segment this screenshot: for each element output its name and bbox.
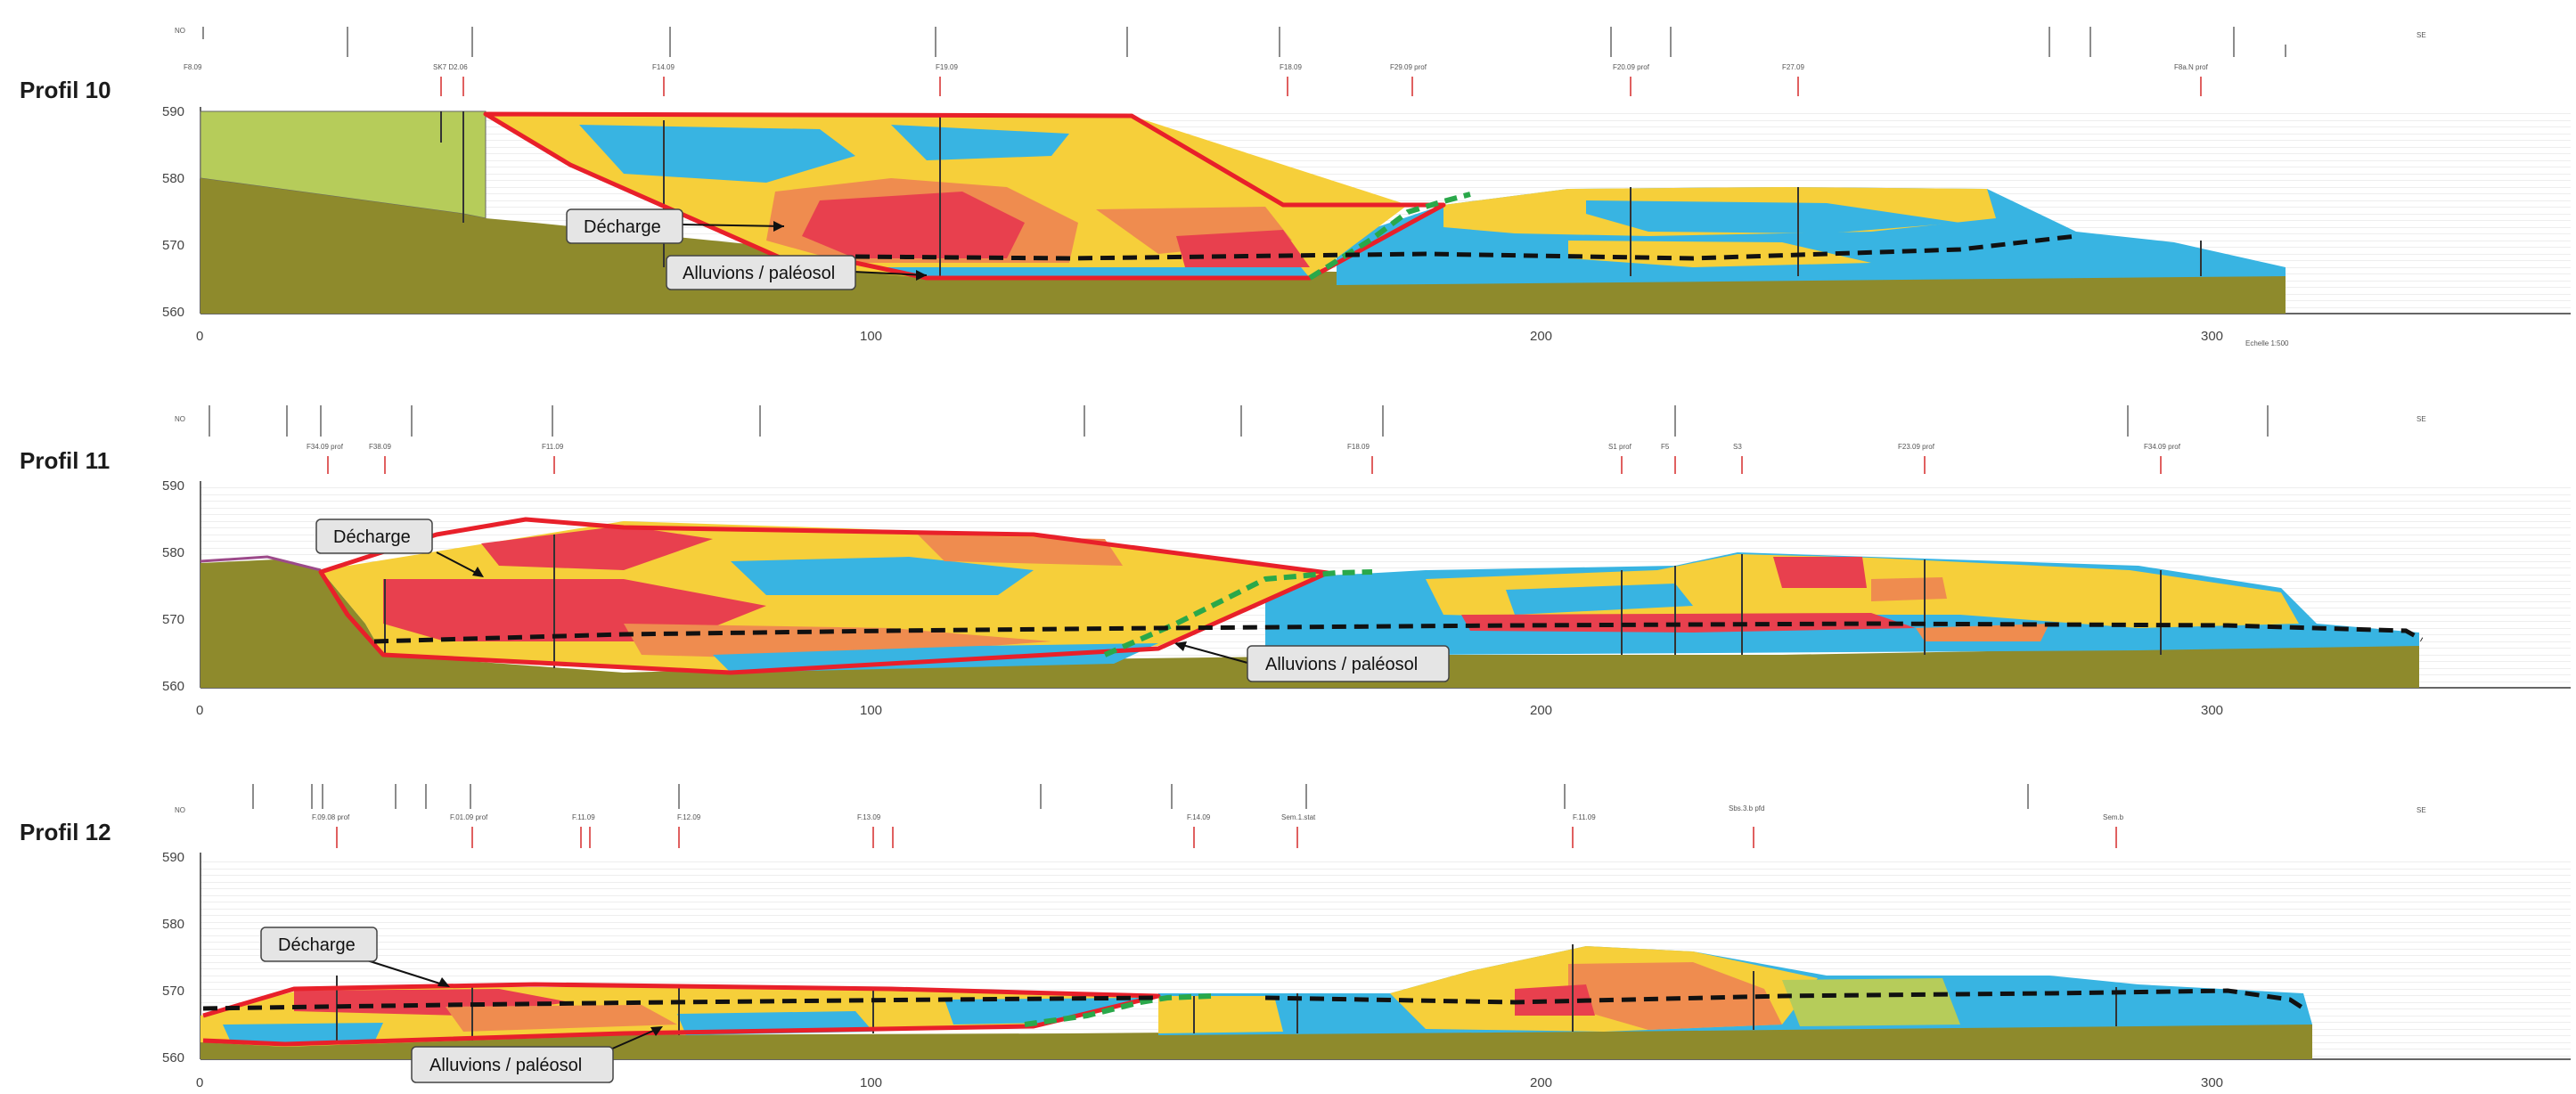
callout-label: Alluvions / paléosol — [683, 264, 835, 283]
top-label: F8a.N prof — [2174, 63, 2209, 71]
x-tick-label: 100 — [860, 1075, 882, 1090]
y-tick-label: 560 — [162, 679, 184, 694]
top-label: NO — [175, 806, 185, 814]
y-tick-label: 590 — [162, 478, 184, 494]
y-tick-label: 570 — [162, 612, 184, 627]
top-label-row: NO F8.09 SK7 D2.06 F14.09 F19.09 F18.09 … — [175, 27, 2426, 96]
top-label: NO — [175, 27, 185, 35]
top-label: NO — [175, 415, 185, 423]
top-label: F23.09 prof — [1898, 443, 1935, 451]
top-label: F.11.09 — [1573, 813, 1596, 821]
top-label: F20.09 prof — [1613, 63, 1650, 71]
callout-label: Décharge — [278, 935, 356, 955]
callout-alluvions: Alluvions / paléosol — [411, 1026, 663, 1083]
top-label: F.01.09 prof — [450, 813, 488, 821]
y-tick-label: 570 — [162, 984, 184, 999]
top-label: F19.09 — [936, 63, 958, 71]
top-label: SE — [2417, 415, 2426, 423]
x-tick-label: 300 — [2201, 703, 2223, 718]
y-tick-label: 580 — [162, 545, 184, 560]
top-label: F38.09 — [369, 443, 391, 451]
alluvium-boundary — [202, 995, 1159, 1011]
y-tick-label: 580 — [162, 917, 184, 932]
top-label: SK7 D2.06 — [433, 63, 468, 71]
callout-decharge: Décharge — [315, 518, 484, 577]
x-tick-label: 0 — [196, 1075, 203, 1090]
callout-decharge: Décharge — [566, 208, 785, 244]
y-tick-label: 580 — [162, 171, 184, 186]
top-label: S3 — [1733, 443, 1742, 451]
top-label: Sbs.3.b pfd — [1729, 804, 1764, 812]
x-tick-label: 100 — [860, 329, 882, 344]
top-label: F.09.08 prof — [312, 813, 350, 821]
top-label: F.13.09 — [857, 813, 881, 821]
x-tick-label: 0 — [196, 703, 203, 718]
top-label: F34.09 prof — [307, 443, 344, 451]
top-label: F27.09 — [1782, 63, 1804, 71]
top-label: Sem.1.stat — [1281, 813, 1316, 821]
green-boundary — [1308, 192, 1471, 281]
top-label: F18.09 — [1347, 443, 1370, 451]
top-label: F11.09 — [542, 443, 564, 451]
callout-decharge: Décharge — [260, 927, 450, 987]
profile-11: Profil 11 NO F34.09 prof F38.09 F11.09 F… — [20, 405, 2571, 718]
top-label: F.14.09 — [1187, 813, 1211, 821]
top-label: F8.09 — [184, 63, 202, 71]
top-label: SE — [2417, 31, 2426, 39]
x-tick-label: 200 — [1530, 703, 1552, 718]
y-tick-label: 590 — [162, 104, 184, 119]
top-label: SE — [2417, 806, 2426, 814]
callout-label: Alluvions / paléosol — [429, 1056, 582, 1075]
top-label: F.12.09 — [677, 813, 701, 821]
callout-label: Décharge — [584, 217, 661, 237]
callout-alluvions: Alluvions / paléosol — [666, 255, 928, 290]
top-label-row: NO F34.09 prof F38.09 F11.09 F18.09 S1 p… — [175, 405, 2426, 474]
x-tick-label: 300 — [2201, 1075, 2223, 1090]
y-tick-label: 590 — [162, 850, 184, 865]
alluvium-boundary — [373, 621, 2424, 644]
decharge-outline — [202, 982, 1161, 1047]
top-label: F18.09 — [1280, 63, 1302, 71]
alluvium-boundary — [1264, 988, 2310, 1014]
top-label: S1 prof — [1608, 443, 1632, 451]
decharge-outline — [483, 111, 1446, 281]
top-label: F29.09 prof — [1390, 63, 1427, 71]
top-label: F34.09 prof — [2144, 443, 2181, 451]
profile-title: Profil 11 — [20, 447, 110, 474]
top-label-row: NO F.09.08 prof F.01.09 prof F.11.09 F.1… — [175, 784, 2426, 848]
geology-layers — [200, 521, 2419, 688]
profile-title: Profil 10 — [20, 77, 111, 103]
callout-label: Alluvions / paléosol — [1265, 655, 1418, 674]
x-tick-label: 0 — [196, 329, 203, 344]
top-label: F5 — [1661, 443, 1670, 451]
scale-note: Echelle 1:500 — [2245, 339, 2289, 347]
profile-12: Profil 12 NO F.09.08 prof F.01.09 prof F… — [20, 784, 2571, 1090]
x-tick-label: 200 — [1530, 329, 1552, 344]
profile-title: Profil 12 — [20, 819, 111, 845]
y-tick-label: 560 — [162, 1050, 184, 1065]
callout-label: Décharge — [333, 527, 411, 547]
y-tick-label: 570 — [162, 238, 184, 253]
green-boundary — [1024, 993, 1213, 1027]
x-tick-label: 200 — [1530, 1075, 1552, 1090]
alluvium-boundary — [855, 233, 2077, 261]
callout-alluvions: Alluvions / paléosol — [1174, 641, 1450, 682]
x-tick-label: 100 — [860, 703, 882, 718]
x-tick-label: 300 — [2201, 329, 2223, 344]
top-label: Sem.b — [2103, 813, 2124, 821]
profile-10: Profil 10 NO F8.09 SK7 D2.06 F14.09 F19.… — [20, 27, 2571, 347]
y-tick-label: 560 — [162, 305, 184, 320]
top-label: F14.09 — [652, 63, 675, 71]
top-label: F.11.09 — [572, 813, 595, 821]
